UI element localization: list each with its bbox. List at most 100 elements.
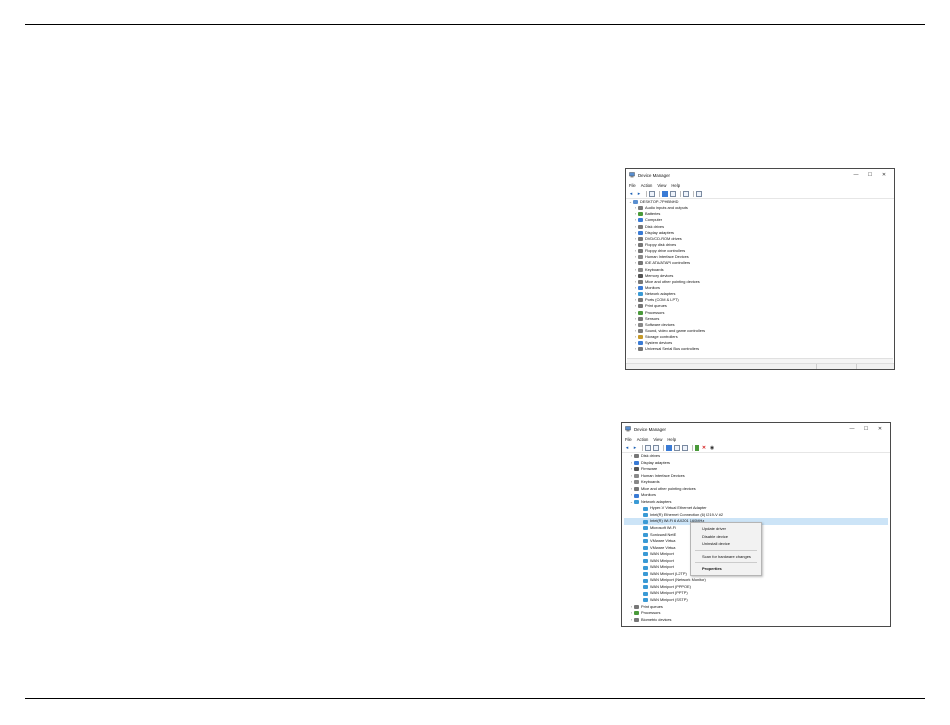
tree-category[interactable]: ›Display adapters <box>624 460 888 467</box>
update-driver-menu-item[interactable]: Update driver <box>702 526 727 531</box>
expand-chevron-icon[interactable]: › <box>634 347 637 352</box>
uninstall-device-icon[interactable]: ✕ <box>701 444 707 451</box>
tree-device[interactable]: WAN Miniport <box>624 564 888 571</box>
minimize-button[interactable]: — <box>849 426 855 432</box>
collapse-chevron-icon[interactable]: ⌄ <box>629 200 632 204</box>
tree-category[interactable]: ›Software devices <box>628 322 892 328</box>
tree-category[interactable]: ›DVD/CD-ROM drives <box>628 236 892 242</box>
tree-root[interactable]: ⌄ DESKTOP-7PHBNHD <box>628 199 892 205</box>
properties-icon[interactable] <box>662 190 668 197</box>
close-button[interactable]: ✕ <box>881 172 887 178</box>
expand-chevron-icon[interactable]: › <box>634 206 637 211</box>
collapse-chevron-icon[interactable]: ⌄ <box>630 499 633 504</box>
uninstall-device-menu-item[interactable]: Uninstall device <box>702 541 731 546</box>
help-icon[interactable] <box>670 190 676 197</box>
tree-category[interactable]: ›Processors <box>624 610 888 617</box>
tree-device[interactable]: VMware Virtua <box>624 538 888 545</box>
expand-chevron-icon[interactable]: › <box>634 230 637 235</box>
expand-chevron-icon[interactable]: › <box>634 279 637 284</box>
tree-category[interactable]: ›Ports (COM & LPT) <box>628 297 892 303</box>
menu-help[interactable]: Help <box>671 182 681 188</box>
close-button[interactable]: ✕ <box>877 426 883 432</box>
menu-view[interactable]: View <box>653 436 663 442</box>
tree-category[interactable]: ›Memory devices <box>628 273 892 279</box>
tree-device[interactable]: WAN Miniport <box>624 551 888 558</box>
expand-chevron-icon[interactable]: › <box>634 261 637 266</box>
tree-category[interactable]: ›Network adapters <box>628 291 892 297</box>
expand-chevron-icon[interactable]: › <box>634 298 637 303</box>
tree-category[interactable]: ›Keyboards <box>624 479 888 486</box>
tree-category[interactable]: ›Mice and other pointing devices <box>624 486 888 493</box>
tree-device[interactable]: Microsoft Wi-Fi <box>624 525 888 532</box>
tree-device[interactable]: WAN Miniport (L2TP) <box>624 571 888 578</box>
expand-chevron-icon[interactable]: › <box>630 467 633 472</box>
scan-hardware-icon[interactable] <box>682 444 688 451</box>
title-bar[interactable]: Device Manager — ☐ ✕ <box>622 423 890 435</box>
expand-chevron-icon[interactable]: › <box>634 255 637 260</box>
tree-device[interactable]: VMware Virtua <box>624 545 888 552</box>
tree-category[interactable]: ›Disk drives <box>628 224 892 230</box>
menu-action[interactable]: Action <box>640 182 653 188</box>
tree-category[interactable]: ›Firmware <box>624 466 888 473</box>
scan-hardware-icon[interactable] <box>696 190 702 197</box>
tree-category[interactable]: ›Monitors <box>624 492 888 499</box>
expand-chevron-icon[interactable]: › <box>634 224 637 229</box>
expand-chevron-icon[interactable]: › <box>634 316 637 321</box>
expand-chevron-icon[interactable]: › <box>634 236 637 241</box>
list-view-icon[interactable] <box>653 444 659 451</box>
tree-category[interactable]: ›Monitors <box>628 285 892 291</box>
expand-chevron-icon[interactable]: › <box>634 310 637 315</box>
tree-category[interactable]: ›IDE ATA/ATAPI controllers <box>628 260 892 266</box>
menu-action[interactable]: Action <box>636 436 649 442</box>
show-hide-tree-icon[interactable] <box>649 190 655 197</box>
tree-category[interactable]: ›Print queues <box>628 303 892 309</box>
tree-category[interactable]: ›Display adapters <box>628 230 892 236</box>
tree-category[interactable]: ›Computer <box>628 217 892 223</box>
tree-category[interactable]: ›Storage controllers <box>628 334 892 340</box>
back-arrow-icon[interactable]: ◂ <box>629 190 633 197</box>
expand-chevron-icon[interactable]: › <box>634 335 637 340</box>
expand-chevron-icon[interactable]: › <box>634 304 637 309</box>
tree-device[interactable]: WAN Miniport <box>624 558 888 565</box>
tree-device[interactable]: Intel(R) Ethernet Connection (6) I219-V … <box>624 512 888 519</box>
tree-device[interactable]: WAN Miniport (Network Monitor) <box>624 577 888 584</box>
expand-chevron-icon[interactable]: › <box>634 341 637 346</box>
title-bar[interactable]: Device Manager — ☐ ✕ <box>626 169 894 181</box>
expand-chevron-icon[interactable]: › <box>630 473 633 478</box>
tree-category[interactable]: ›Universal Serial Bus controllers <box>628 346 892 352</box>
menu-file[interactable]: File <box>629 182 636 188</box>
scan-hardware-menu-item[interactable]: Scan for hardware changes <box>702 553 751 559</box>
maximize-button[interactable]: ☐ <box>863 426 869 432</box>
disable-device-menu-item[interactable]: Disable device <box>702 533 729 539</box>
expand-chevron-icon[interactable]: › <box>630 604 633 609</box>
menu-help[interactable]: Help <box>667 436 677 442</box>
properties-icon[interactable] <box>666 444 672 451</box>
tree-category[interactable]: ›Human Interface Devices <box>628 254 892 260</box>
tree-category[interactable]: ›Batteries <box>628 211 892 217</box>
forward-arrow-icon[interactable]: ▸ <box>637 190 641 197</box>
tree-category[interactable]: ›Floppy drive controllers <box>628 248 892 254</box>
tree-device[interactable]: Intel(R) Wi-Fi 6 AX201 160MHz <box>624 518 888 526</box>
menu-view[interactable]: View <box>657 182 667 188</box>
print-icon[interactable] <box>683 190 689 197</box>
tree-category[interactable]: ›Floppy disk drives <box>628 242 892 248</box>
tree-category[interactable]: ›Print queues <box>624 604 888 611</box>
expand-chevron-icon[interactable]: › <box>634 322 637 327</box>
tree-device[interactable]: Sonicwall NetE <box>624 532 888 539</box>
tree-category[interactable]: ›Audio inputs and outputs <box>628 205 892 211</box>
tree-category[interactable]: ›Mice and other pointing devices <box>628 279 892 285</box>
expand-chevron-icon[interactable]: › <box>630 486 633 491</box>
forward-arrow-icon[interactable]: ▸ <box>633 444 637 451</box>
update-driver-icon[interactable] <box>695 444 699 451</box>
expand-chevron-icon[interactable]: › <box>634 249 637 254</box>
expand-chevron-icon[interactable]: › <box>634 292 637 297</box>
horizontal-scrollbar[interactable] <box>627 358 893 364</box>
tree-category[interactable]: ›Human Interface Devices <box>624 473 888 480</box>
tree-category[interactable]: ›Processors <box>628 310 892 316</box>
tree-device[interactable]: WAN Miniport (SSTP) <box>624 597 888 604</box>
tree-category[interactable]: ›Sound, video and game controllers <box>628 328 892 334</box>
tree-category[interactable]: ›Disk drives <box>624 453 888 460</box>
minimize-button[interactable]: — <box>853 172 859 178</box>
maximize-button[interactable]: ☐ <box>867 172 873 178</box>
expand-chevron-icon[interactable]: › <box>634 267 637 272</box>
